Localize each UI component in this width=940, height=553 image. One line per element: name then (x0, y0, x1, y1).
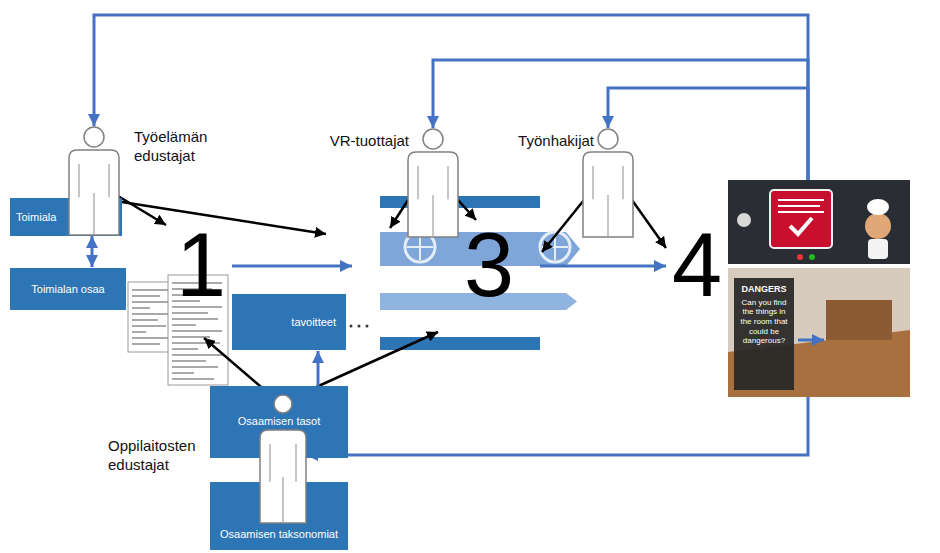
callout-number: 4 (672, 220, 722, 310)
chef-hat (867, 199, 889, 215)
dot (358, 325, 361, 328)
vr-screenshot-bottom (728, 268, 910, 397)
person-limbs (418, 166, 448, 237)
room-furniture (826, 300, 892, 340)
dot (350, 325, 353, 328)
person-head (423, 129, 443, 149)
stakeholder-figure: Työelämän edustajat (66, 126, 122, 236)
person-limbs (270, 444, 296, 523)
flow-connector (91, 236, 94, 267)
screenshot-ground (728, 180, 910, 264)
check-mark (790, 218, 812, 234)
text-panel: DANGERS Can you find the things in the ro… (736, 284, 792, 349)
dot (366, 325, 369, 328)
flow-arrow (798, 339, 824, 342)
box-label: Toimialan osaa (31, 283, 104, 296)
clock-icon (737, 213, 751, 227)
vr-screenshot-top (728, 180, 910, 264)
person-head (84, 127, 104, 147)
group-label: Työelämän edustajat (134, 128, 226, 166)
label-anchor: 1 (176, 220, 226, 310)
person-limbs (593, 166, 623, 237)
warning-sign (770, 190, 832, 248)
ellipsis-dots (350, 325, 369, 328)
label-anchor: 3 (464, 220, 514, 310)
callout-number: 3 (464, 220, 514, 310)
person-body (260, 430, 306, 523)
influence-arrow (118, 196, 166, 225)
document-lines (132, 290, 170, 344)
flow-arrow (540, 265, 666, 268)
person-head (598, 129, 618, 149)
group-label: Työnhakijat (500, 132, 594, 151)
person-head (274, 395, 292, 413)
person-icon (405, 128, 461, 238)
sign-lines (778, 200, 824, 212)
influence-arrow (458, 200, 476, 220)
topic-box: tavoitteet (232, 294, 346, 350)
flow-connector (306, 397, 808, 455)
box-label: tavoitteet (291, 316, 336, 329)
person-body (69, 150, 119, 235)
person-body (583, 152, 633, 237)
person-limbs (79, 164, 109, 235)
topic-box: Toimialan osaa (10, 268, 126, 310)
chef-body (868, 239, 888, 259)
influence-arrow (390, 200, 408, 228)
stakeholder-figure: Oppilaitosten edustajat (257, 394, 309, 524)
stakeholder-figure: VR-tuottajat (405, 128, 461, 238)
stakeholder-figure: Työnhakijat (580, 128, 636, 238)
flow-connector (317, 351, 320, 386)
person-body (408, 152, 458, 237)
group-label: VR-tuottajat (325, 132, 409, 151)
screen-question: Can you find the things in the room that… (736, 298, 792, 346)
target-symbol (407, 234, 433, 260)
vr-screenshot: DANGERS Can you find the things in the ro… (728, 180, 910, 397)
button (809, 254, 815, 260)
callout-number: 1 (176, 220, 226, 310)
influence-arrow (632, 200, 666, 248)
group-label: Oppilaitosten edustajat (108, 437, 248, 475)
button (797, 254, 803, 260)
flow-connector (608, 88, 808, 180)
label-anchor: 4 (672, 220, 722, 310)
influence-arrow (542, 200, 584, 252)
person-icon (66, 126, 122, 236)
person-icon (257, 394, 309, 524)
screen-heading: DANGERS (736, 284, 792, 295)
box-label: Toimiala (16, 211, 56, 224)
room-wall (728, 268, 910, 397)
box-label: Osaamisen tasot (238, 415, 321, 428)
chef-head (865, 213, 891, 239)
flow-arrow (232, 265, 352, 268)
flow-arrows (232, 266, 666, 267)
text-panel-ground (734, 278, 794, 390)
box-label: Osaamisen taksonomiat (220, 528, 338, 541)
